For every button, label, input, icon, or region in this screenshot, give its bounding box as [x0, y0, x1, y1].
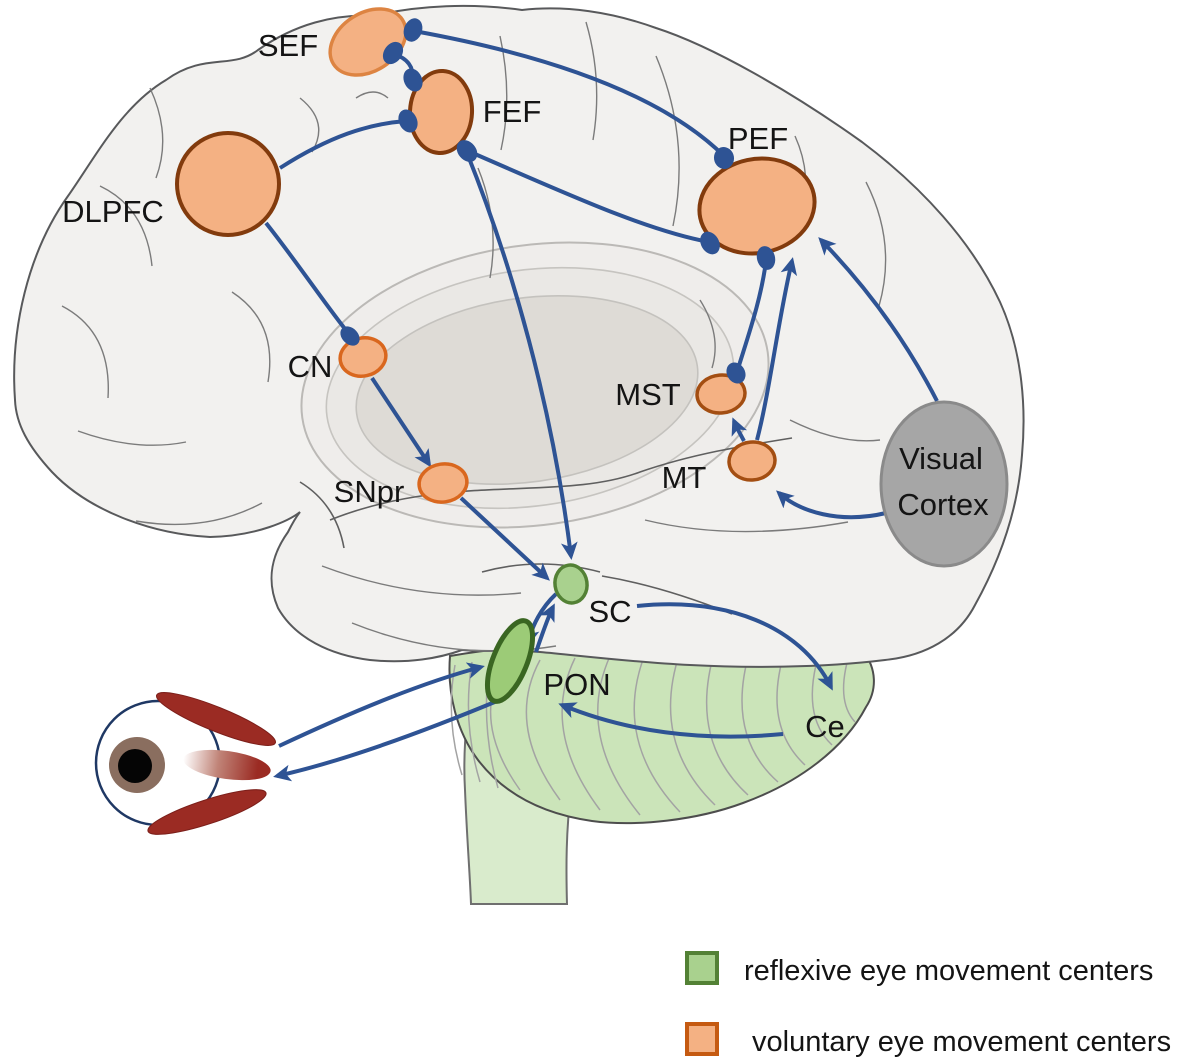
synapse-dot — [340, 326, 360, 346]
node-sc — [553, 563, 589, 605]
link-snpr-sc — [459, 496, 550, 581]
link-ce-pon — [558, 702, 784, 739]
link-mt-mst — [731, 417, 748, 442]
synapse-dot — [456, 140, 478, 162]
label-dlpfc: DLPFC — [62, 194, 164, 229]
legend-label-reflexive: reflexive eye movement centers — [744, 955, 1153, 987]
synapse-dot — [403, 18, 423, 42]
synapse-dot — [700, 231, 720, 255]
link-eye-pon — [278, 662, 485, 748]
eye — [94, 692, 277, 835]
link-mst-pef — [735, 260, 768, 373]
label-visual-cortex-line2: Cortex — [897, 487, 989, 522]
label-fef: FEF — [483, 94, 542, 129]
node-visual-cortex — [879, 400, 1009, 568]
link-vc-mt — [776, 490, 887, 520]
inner-blob — [355, 295, 699, 485]
link-pon-eye — [273, 697, 503, 782]
synapse-dots — [340, 18, 776, 384]
legend-item-voluntary: voluntary eye movement centers — [685, 1022, 1171, 1058]
connections — [264, 29, 939, 782]
link-fef-sc — [465, 152, 578, 560]
node-fef — [407, 69, 475, 155]
synapse-dot — [756, 246, 776, 270]
link-sc-ce — [636, 602, 833, 691]
node-pon — [484, 618, 536, 704]
link-fef-pef — [467, 149, 710, 244]
label-snpr: SNpr — [334, 474, 405, 509]
link-vc-pef — [818, 237, 939, 402]
synapse-dot — [403, 68, 423, 92]
label-mst: MST — [615, 377, 681, 412]
legend-label-voluntary: voluntary eye movement centers — [752, 1026, 1171, 1058]
link-pon-sc — [534, 603, 555, 653]
label-mt: MT — [662, 460, 707, 495]
legend-swatch-reflexive — [685, 951, 719, 985]
legend-swatch-voluntary — [685, 1022, 719, 1056]
legend: reflexive eye movement centers voluntary… — [685, 951, 1171, 1058]
link-mt-pef — [755, 257, 798, 441]
label-ce: Ce — [805, 709, 845, 744]
legend-item-reflexive: reflexive eye movement centers — [685, 951, 1153, 987]
eye-muscle-lateral — [183, 749, 271, 781]
link-dlpfc-cn — [264, 221, 351, 336]
label-sef: SEF — [258, 28, 318, 63]
node-mt — [727, 440, 777, 482]
link-cn-snpr — [370, 376, 432, 468]
label-visual-cortex-line1: Visual — [899, 441, 983, 476]
label-sc: SC — [588, 594, 631, 629]
label-pef: PEF — [728, 121, 788, 156]
label-cn: CN — [288, 349, 333, 384]
node-mst — [695, 373, 747, 415]
link-dlpfc-fef — [278, 119, 407, 170]
synapse-dot — [713, 147, 735, 169]
pupil — [118, 749, 152, 783]
region-labels: SEF FEF PEF DLPFC CN SNpr MST MT Visual … — [62, 28, 989, 744]
node-dlpfc — [175, 131, 281, 237]
synapse-dot — [726, 362, 746, 384]
synapse-dot — [382, 41, 404, 65]
eye-muscle-inferior — [147, 789, 267, 835]
label-pon: PON — [543, 667, 610, 702]
synapse-dot — [398, 109, 418, 133]
eye-muscle-superior — [155, 692, 277, 746]
link-sef-pef — [413, 29, 726, 158]
node-snpr — [417, 462, 469, 504]
